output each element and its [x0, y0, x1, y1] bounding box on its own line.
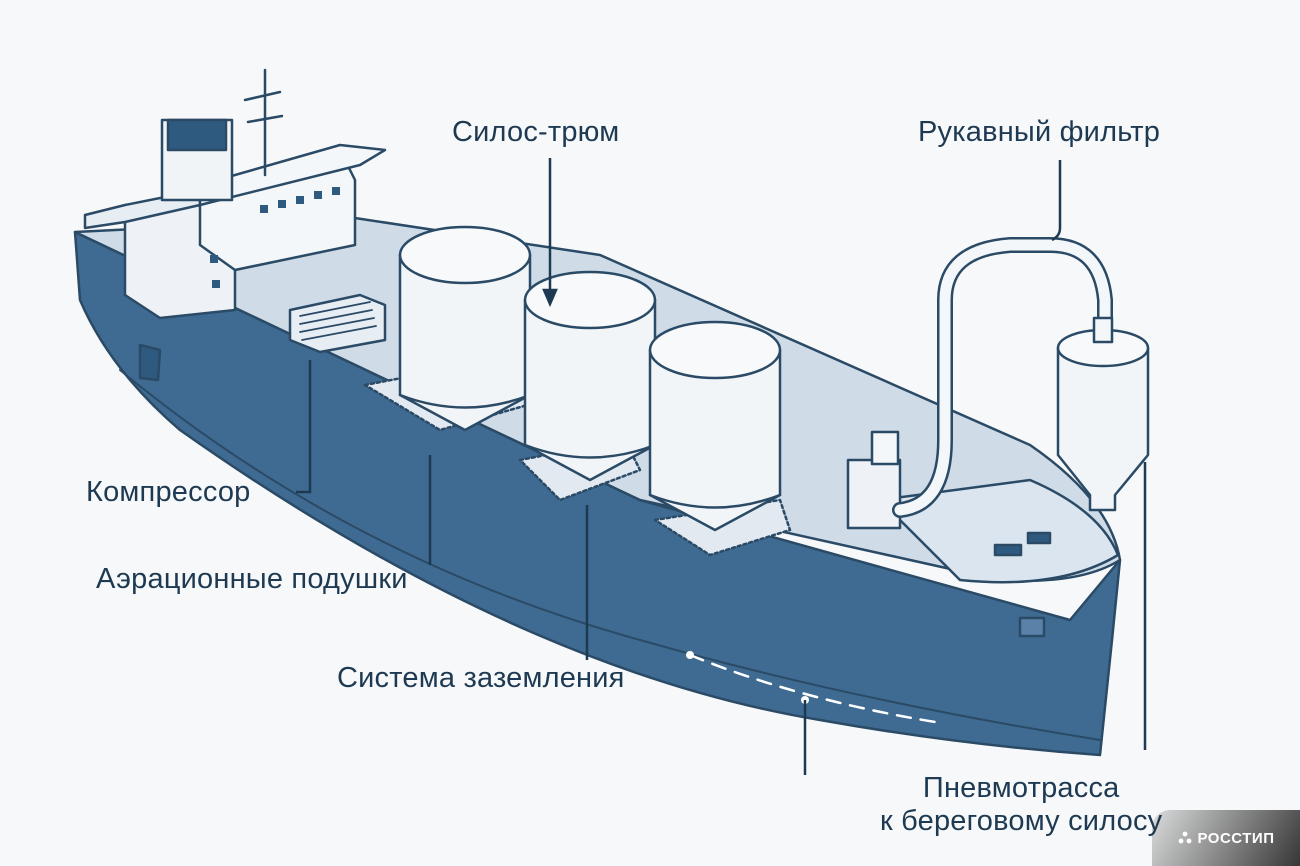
label-pneumo-line-2: к береговому силосу: [880, 805, 1163, 838]
hull-fitting-1: [686, 651, 694, 659]
label-pneumo-line-1: Пневмотрасса: [922, 772, 1120, 804]
bow-bollard: [993, 543, 1023, 557]
hull-lower-band: [119, 369, 1101, 741]
silo-1: [398, 225, 532, 432]
funnel-top: [166, 118, 228, 152]
label-compressor: Компрессор: [86, 476, 251, 508]
leader-lines: [296, 158, 1147, 775]
leader-silo-hold: [542, 158, 558, 308]
mast-yard-1: [243, 90, 282, 102]
hull-hatch: [1018, 616, 1046, 638]
logo-icon: [1178, 831, 1191, 844]
bridge-windows: [210, 187, 340, 288]
label-silo-hold: Силос-трюм: [452, 116, 620, 148]
watermark: РОССТИП: [1152, 810, 1300, 866]
silo-2: [523, 270, 657, 482]
label-aeration-pads: Аэрационные подушки: [96, 563, 408, 595]
label-pneumo-line: Пневмотрасса к береговому силосу: [880, 772, 1162, 839]
ship-hull: [73, 230, 1122, 757]
bow-deck: [878, 478, 1120, 584]
bow-bollard-2: [1026, 531, 1052, 545]
label-bag-filter: Рукавный фильтр: [918, 116, 1161, 148]
leader-bag-filter: [1051, 160, 1062, 242]
silo-3: [648, 320, 782, 532]
bridge-deck: [198, 143, 387, 207]
mast-yard-2: [246, 114, 284, 124]
leader-compressor: [296, 360, 312, 494]
valve-top: [870, 430, 900, 466]
hull-pipeline-dashed: [688, 653, 937, 724]
bag-filter-unit: [1056, 316, 1150, 512]
pneumatic-pipe-inner: [894, 239, 1111, 516]
label-grounding-system: Система заземления: [337, 662, 625, 694]
valve-box: [846, 458, 902, 530]
rudder: [138, 343, 162, 382]
compressor-vents: [299, 301, 377, 341]
watermark-text: РОССТИП: [1197, 829, 1275, 847]
